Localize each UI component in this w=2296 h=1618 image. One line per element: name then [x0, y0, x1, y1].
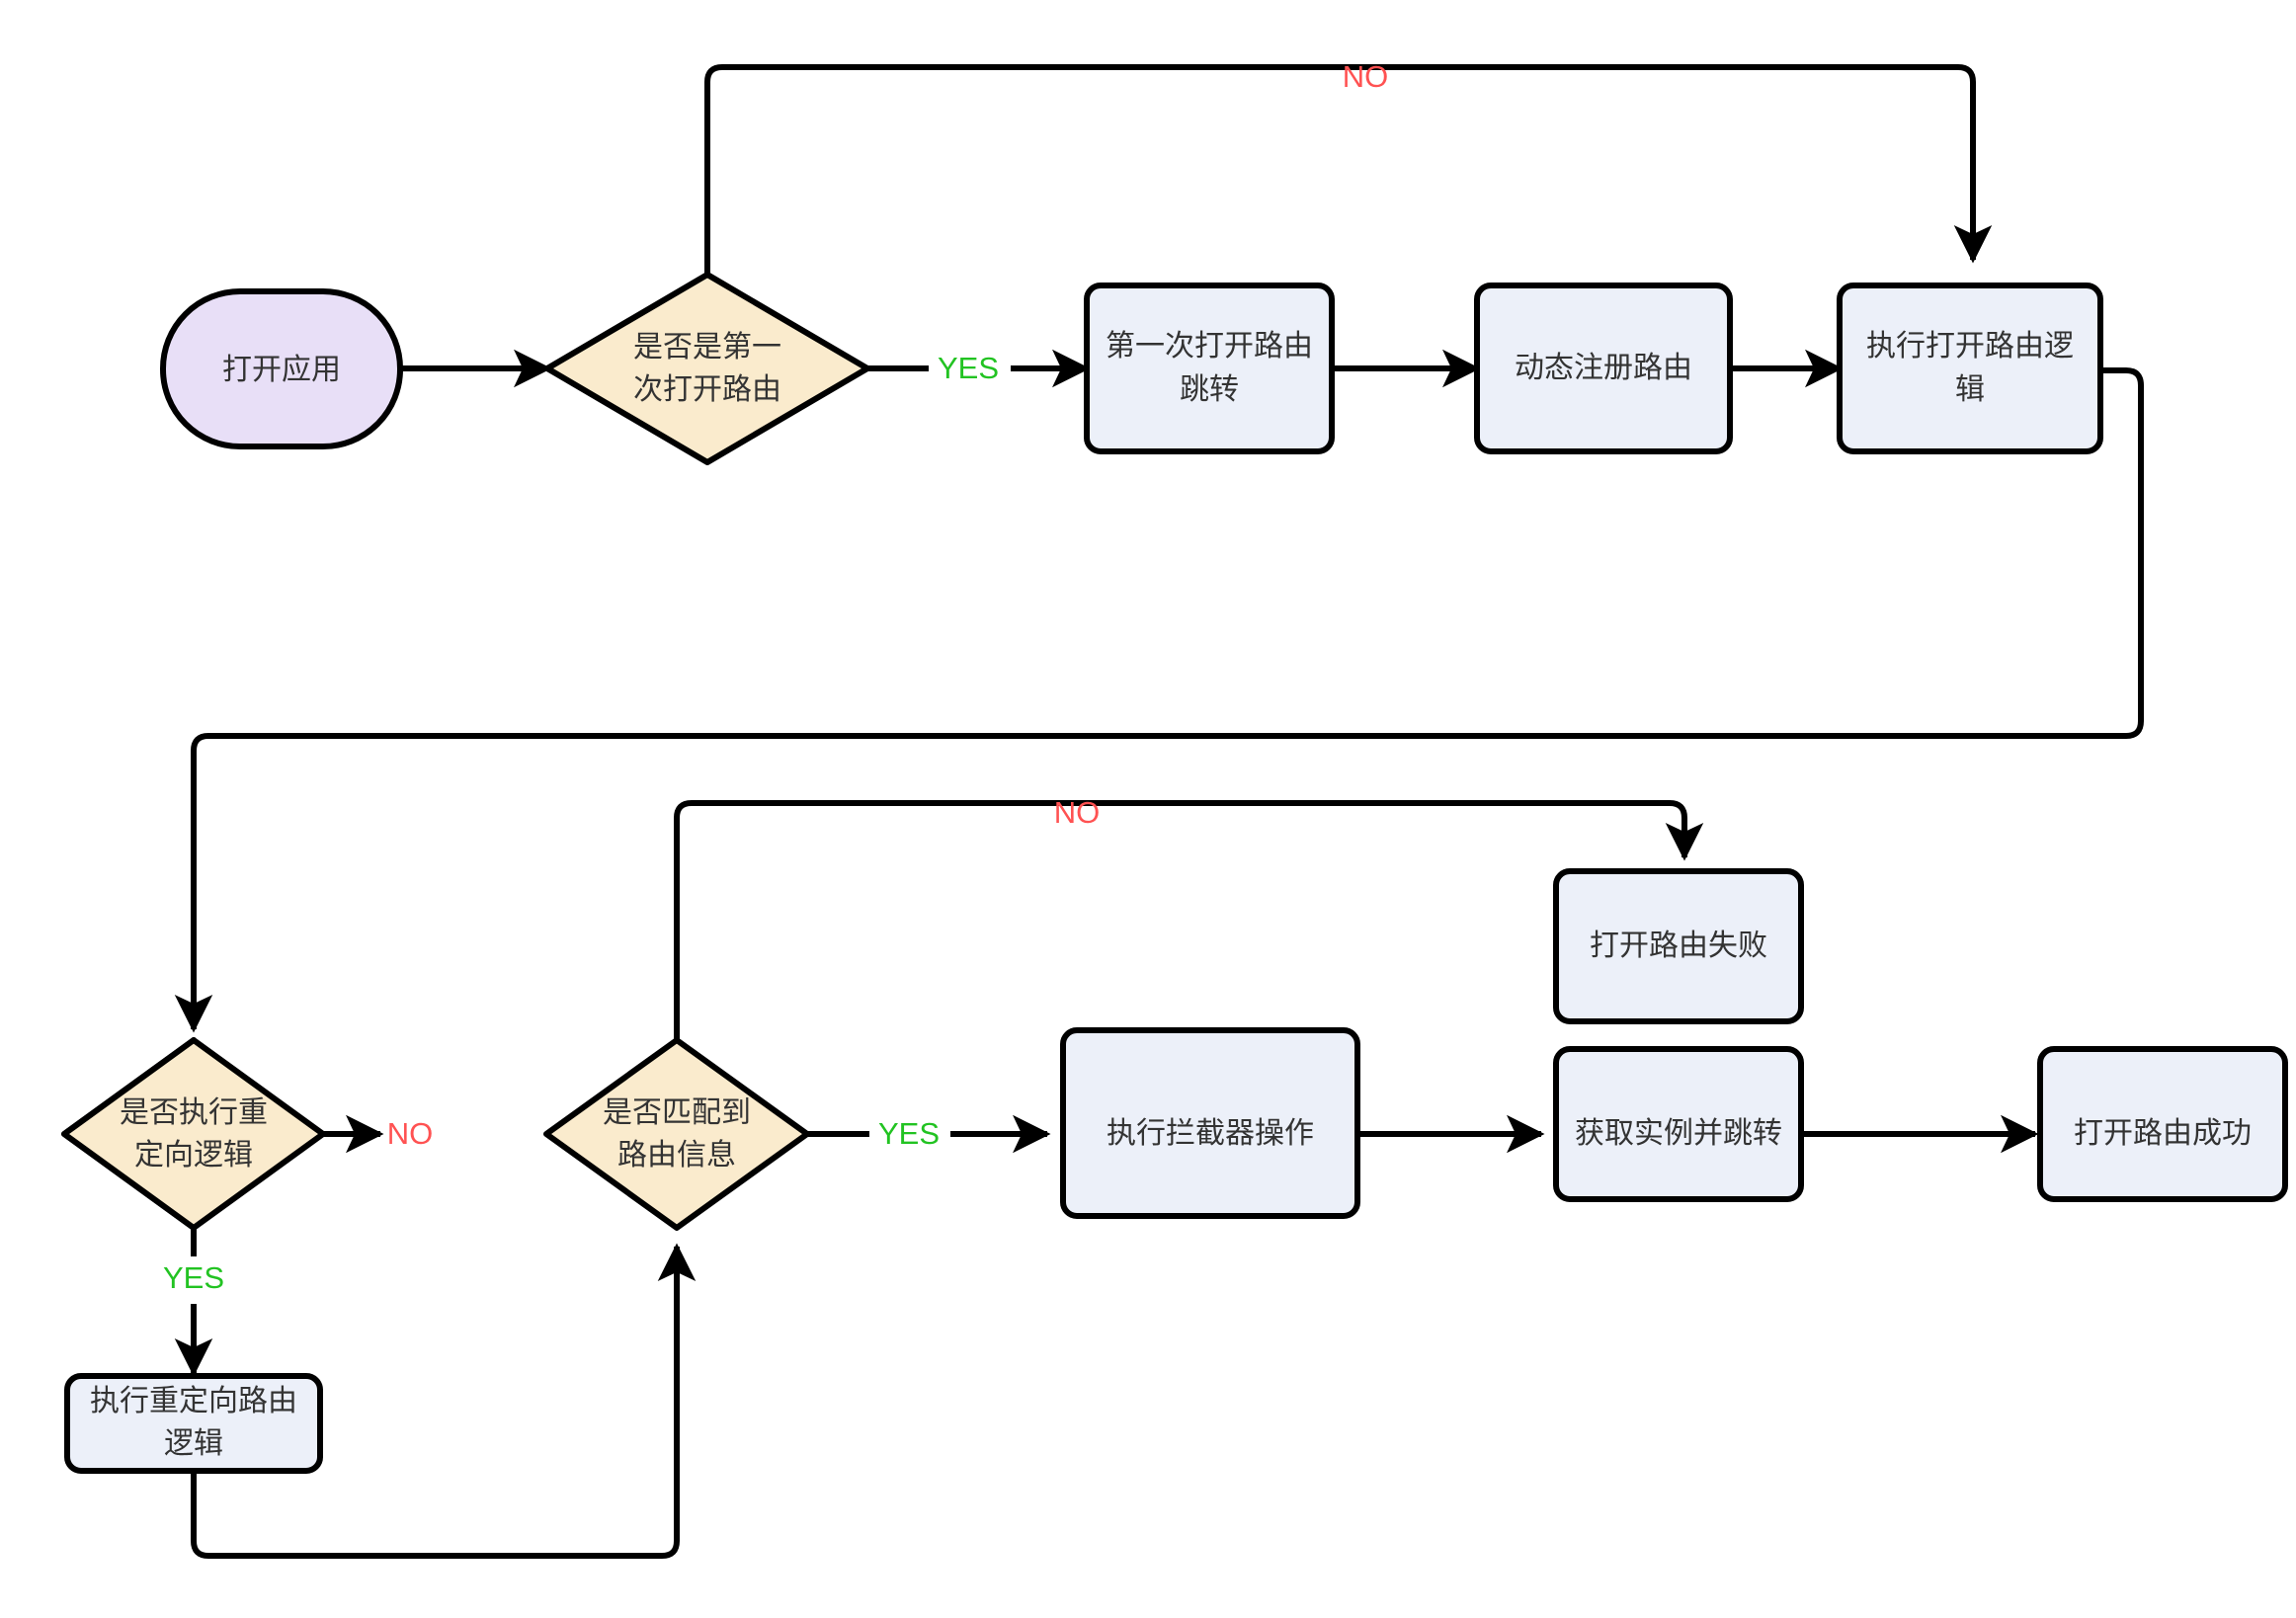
edge-label-yes-first: YES	[938, 351, 999, 385]
node-execute-interceptor[interactable]: 执行拦截器操作	[1060, 1027, 1360, 1219]
node-decision-match-route-info[interactable]: 是否匹配到 路由信息	[543, 1037, 810, 1231]
edge-label-yes-match: YES	[878, 1116, 940, 1151]
register-label: 动态注册路由	[1515, 352, 1692, 384]
decision2-shape-full	[61, 1037, 326, 1231]
decision1-shape	[544, 272, 870, 465]
instance-label: 获取实例并跳转	[1575, 1117, 1782, 1150]
decision1-label-line1: 是否是第一	[633, 331, 781, 364]
success-label: 打开路由成功	[2074, 1117, 2252, 1150]
fail-label: 打开路由失败	[1590, 930, 1767, 962]
redirect-shape	[64, 1373, 323, 1474]
edge-decision1-no-to-openlogic	[704, 64, 1993, 275]
decision3-label-line1: 是否匹配到	[603, 1096, 751, 1129]
edge-decision3-no-to-fail	[674, 800, 1704, 1039]
openlogic-label-line2: 辑	[1955, 373, 1985, 406]
decision1-label-line2: 次打开路由	[633, 373, 781, 406]
edge-label-no-redirect: NO	[387, 1116, 434, 1151]
node-open-route-failed[interactable]: 打开路由失败	[1553, 868, 1804, 1024]
edge-openlogic-to-decision2	[174, 367, 2144, 1033]
instance-shape	[1553, 1046, 1804, 1202]
decision3-shape	[543, 1037, 810, 1231]
start-shape	[160, 288, 403, 449]
interceptor-label: 执行拦截器操作	[1107, 1117, 1314, 1150]
success-shape	[2037, 1046, 2288, 1202]
openlogic-label-line1: 执行打开路由逻	[1866, 330, 2074, 363]
redirect-label-line1: 执行重定向路由	[90, 1385, 297, 1417]
node-get-instance-and-jump[interactable]: 获取实例并跳转	[1553, 1046, 1804, 1202]
interceptor-shape	[1060, 1027, 1360, 1219]
firstopen-shape	[1084, 283, 1335, 454]
node-execute-open-route-logic[interactable]: 执行打开路由逻 辑	[1837, 283, 2103, 454]
node-decision-first-open[interactable]: 是否是第一 次打开路由	[544, 272, 870, 465]
node-decision-redirect-logic[interactable]: 是否执行重 定向逻辑	[61, 1037, 326, 1231]
node-start[interactable]: 打开应用	[160, 288, 403, 449]
firstopen-label-line1: 第一次打开路由	[1106, 330, 1313, 363]
firstopen-label-line2: 跳转	[1180, 373, 1239, 406]
edge-label-no-mid: NO	[1054, 795, 1101, 830]
decision2-label-line1: 是否执行重	[120, 1096, 268, 1129]
start-label: 打开应用	[222, 354, 341, 386]
edge-redirect-to-decision3	[191, 1243, 697, 1559]
node-first-open-route-jump[interactable]: 第一次打开路由 跳转	[1084, 283, 1335, 454]
node-dynamic-register-route[interactable]: 动态注册路由	[1474, 283, 1733, 454]
decision2-label-line2: 定向逻辑	[134, 1139, 253, 1172]
openlogic-shape	[1837, 283, 2103, 454]
fail-shape	[1553, 868, 1804, 1024]
register-shape	[1474, 283, 1733, 454]
edge-label-no-top: NO	[1343, 59, 1389, 94]
node-execute-redirect-route-logic[interactable]: 执行重定向路由 逻辑	[64, 1373, 323, 1474]
node-open-route-success[interactable]: 打开路由成功	[2037, 1046, 2288, 1202]
decision3-label-line2: 路由信息	[617, 1139, 736, 1172]
redirect-label-line2: 逻辑	[164, 1427, 223, 1460]
edge-label-yes-redirect: YES	[163, 1260, 224, 1295]
